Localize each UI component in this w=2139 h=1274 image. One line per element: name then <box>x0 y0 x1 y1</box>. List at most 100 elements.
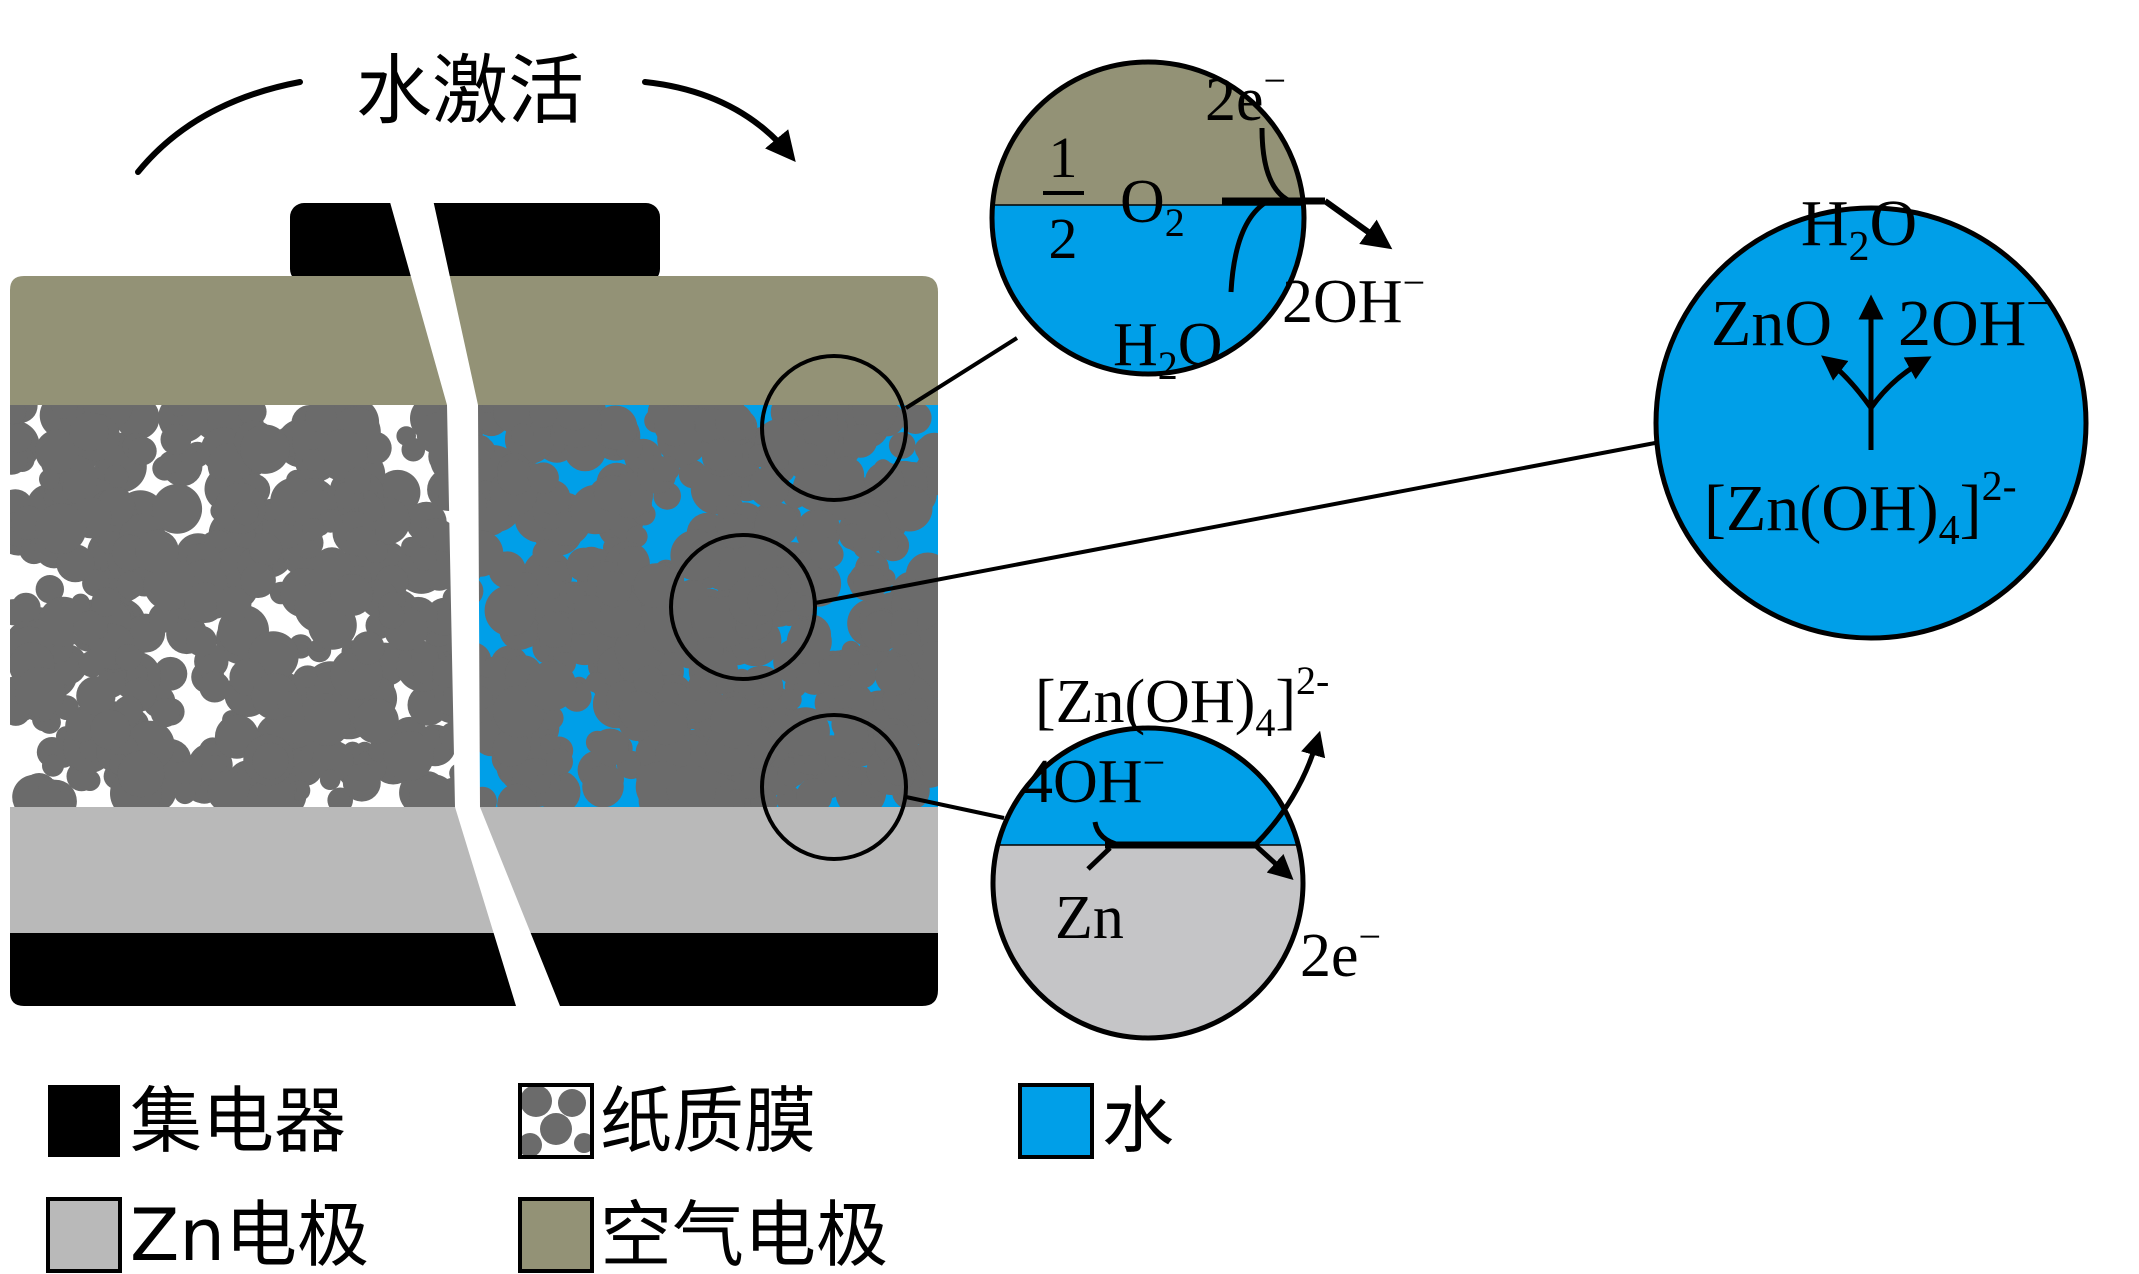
separator-particle <box>240 424 290 474</box>
separator-particle <box>593 475 631 512</box>
separator-particle <box>186 625 217 657</box>
air-electrode-layer <box>10 276 938 405</box>
separator-particle <box>199 671 231 703</box>
separator-particle <box>686 700 709 723</box>
connector-middle <box>814 441 1656 605</box>
zno-label: ZnO <box>1711 287 1832 360</box>
separator-particle <box>115 644 142 671</box>
separator-particle <box>908 698 928 718</box>
separator-particle <box>73 610 108 646</box>
separator-particle <box>478 412 497 432</box>
separator-particle <box>781 707 830 756</box>
separator-particle <box>69 412 109 452</box>
separator-particle <box>710 696 762 749</box>
separator-particle <box>62 470 97 505</box>
separator-particle <box>818 654 852 688</box>
separator-particle <box>249 533 283 567</box>
zoom-marker-bottom <box>760 713 908 861</box>
zoom-marker-top <box>760 354 908 502</box>
separator-particle <box>546 748 573 776</box>
electron-input-curve <box>1259 127 1292 204</box>
separator-particle <box>302 518 325 541</box>
legend-separator: 纸质膜 <box>518 1079 816 1163</box>
separator-particle <box>252 742 289 780</box>
zincate-decomposition-zoom: H2O ZnO 2OH− [Zn(OH)4]2- <box>1653 187 2089 641</box>
separator-particle <box>550 405 599 431</box>
separator-particle <box>484 585 536 637</box>
separator-particle <box>793 464 840 511</box>
hydroxide-arrow <box>1323 198 1393 250</box>
separator-particle <box>305 405 337 433</box>
separator-particle <box>780 607 799 627</box>
separator-particle <box>593 405 638 450</box>
zn-electrode-zoom: [Zn(OH)4]2- 4OH− Zn 2e− <box>990 658 1381 1041</box>
separator-particle <box>916 432 938 468</box>
separator-particle <box>497 783 537 807</box>
separator-particle <box>240 562 276 599</box>
separator-particle <box>76 676 116 716</box>
separator-particle <box>748 466 790 508</box>
zincate-output-arrow <box>1253 730 1326 847</box>
separator-particle <box>238 405 267 426</box>
separator-particle <box>727 789 746 807</box>
separator-particle <box>65 709 98 743</box>
separator-particle <box>537 612 573 648</box>
separator-particle <box>685 596 734 645</box>
separator-particle <box>10 405 27 424</box>
middle-zincate-label: [Zn(OH)4]2- <box>1704 464 2017 554</box>
separator-particle <box>51 405 78 420</box>
separator-particle <box>633 665 664 696</box>
separator-particle <box>886 485 933 532</box>
separator-particle <box>834 718 869 754</box>
separator-particle <box>828 756 849 778</box>
connector-top <box>904 336 1019 410</box>
separator-particle <box>497 459 534 496</box>
legend-collector-label: 集电器 <box>130 1079 346 1163</box>
half-numerator: 1 <box>1049 125 1078 190</box>
separator-particle <box>152 484 203 534</box>
separator-particle <box>653 456 680 482</box>
separator-particle <box>695 637 724 665</box>
zn-electrons-label: 2e− <box>1300 914 1381 990</box>
air-hydroxide-label: 2OH− <box>1282 260 1425 336</box>
separator-particle <box>531 774 551 794</box>
zinc-input-line <box>1086 846 1112 871</box>
air-water-label: H2O <box>1113 311 1223 388</box>
separator-particle <box>135 529 179 574</box>
separator-particle <box>233 500 259 526</box>
decomposition-arrows <box>1821 294 1932 450</box>
zinc-label: Zn <box>1055 884 1124 952</box>
separator-particle <box>747 585 778 616</box>
separator-particle <box>128 436 157 466</box>
separator-particle <box>591 728 629 766</box>
separator-particle <box>715 405 754 442</box>
separator-particle <box>318 509 343 533</box>
swatch-zn-electrode <box>46 1197 122 1273</box>
separator-particle <box>153 656 188 691</box>
separator-particle <box>717 513 753 549</box>
legend-water-label: 水 <box>1102 1079 1174 1163</box>
air-electrode-zoom: 1 2 O2 2e− H2O 2OH− <box>989 58 1425 388</box>
oxygen-label: O2 <box>1120 168 1185 245</box>
separator-particle <box>853 565 885 597</box>
separator-particle <box>160 424 192 455</box>
swatch-collector <box>48 1085 120 1157</box>
separator-particle <box>411 642 439 670</box>
separator-particle <box>11 592 41 622</box>
activation-label: 水激活 <box>356 46 584 135</box>
separator-particle <box>312 547 351 586</box>
electron-output-arrow <box>1253 843 1294 881</box>
separator-particle <box>277 691 303 717</box>
separator-particle <box>351 631 385 665</box>
separator-particle <box>184 582 226 623</box>
separator-particle <box>532 539 561 568</box>
separator-particle <box>843 424 878 458</box>
separator-particle <box>883 755 914 786</box>
bottom-current-collector <box>10 933 938 1006</box>
separator-particle <box>633 563 679 608</box>
air-electrons-label: 2e− <box>1205 58 1286 134</box>
separator-particle <box>379 602 405 629</box>
separator-particle <box>879 535 899 556</box>
separator-particle <box>14 667 66 718</box>
separator-particle <box>104 464 129 489</box>
